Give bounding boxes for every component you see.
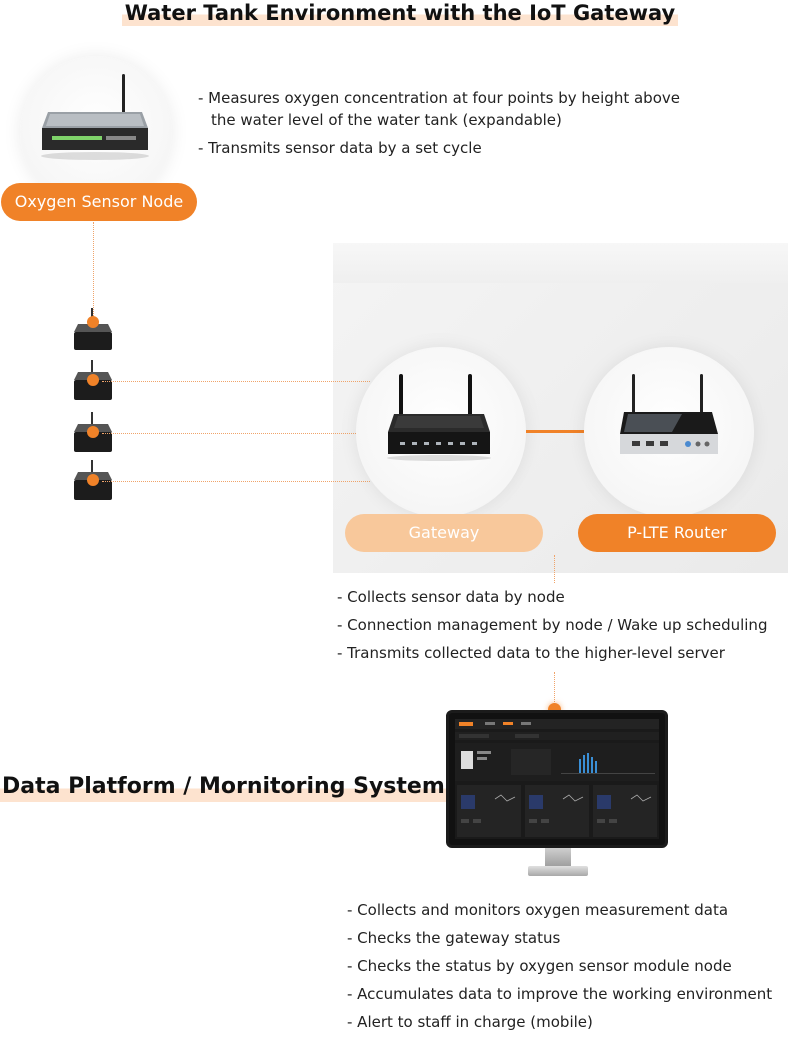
gateway-label: Gateway bbox=[345, 514, 543, 552]
page-title-wrap: Water Tank Environment with the IoT Gate… bbox=[0, 0, 800, 26]
platform-bullet-4: - Accumulates data to improve the workin… bbox=[347, 985, 773, 1003]
gateway-bullet-3: - Transmits collected data to the higher… bbox=[337, 644, 725, 662]
platform-bullet-2: - Checks the gateway status bbox=[347, 929, 561, 947]
sensor-node-bullet-2: - Transmits sensor data by a set cycle bbox=[198, 139, 482, 157]
connector-monitor-line bbox=[554, 672, 555, 704]
gateway-router-icon bbox=[387, 374, 491, 461]
platform-bullet-3: - Checks the status by oxygen sensor mod… bbox=[347, 957, 732, 975]
platform-bullet-5: - Alert to staff in charge (mobile) bbox=[347, 1013, 593, 1031]
sensor-node-label: Oxygen Sensor Node bbox=[1, 183, 197, 221]
platform-bullet-1: - Collects and monitors oxygen measureme… bbox=[347, 901, 729, 919]
connector-sensor-2 bbox=[102, 381, 370, 382]
sensor-module-icon bbox=[74, 460, 112, 500]
connector-node-line bbox=[93, 222, 94, 318]
monitor-icon bbox=[446, 710, 668, 848]
dashboard-illustration bbox=[455, 719, 659, 837]
monitor-stand-base bbox=[528, 866, 588, 876]
sensor-node-device-icon bbox=[41, 74, 149, 160]
platform-title: Data Platform / Mornitoring System bbox=[0, 772, 447, 802]
connector-sensor-3 bbox=[102, 433, 356, 434]
gateway-bullet-1: - Collects sensor data by node bbox=[337, 588, 565, 606]
sensor-module-icon bbox=[74, 308, 112, 350]
lte-router-icon bbox=[620, 374, 718, 454]
connector-sensor-4 bbox=[102, 481, 370, 482]
monitor-stand-neck bbox=[545, 848, 571, 868]
router-label: P-LTE Router bbox=[578, 514, 776, 552]
connector-gateway-down bbox=[554, 555, 555, 583]
sensor-module-icon bbox=[74, 360, 112, 400]
connector-gateway-router bbox=[526, 430, 584, 433]
sensor-node-bullet-1-cont: the water level of the water tank (expan… bbox=[211, 111, 562, 129]
sensor-module-icon bbox=[74, 412, 112, 452]
sensor-node-bullet-1: - Measures oxygen concentration at four … bbox=[198, 89, 680, 107]
dashboard-screen bbox=[455, 719, 659, 839]
gateway-panel-top bbox=[333, 243, 788, 283]
gateway-bullet-2: - Connection management by node / Wake u… bbox=[337, 616, 768, 634]
page-title: Water Tank Environment with the IoT Gate… bbox=[121, 0, 679, 26]
